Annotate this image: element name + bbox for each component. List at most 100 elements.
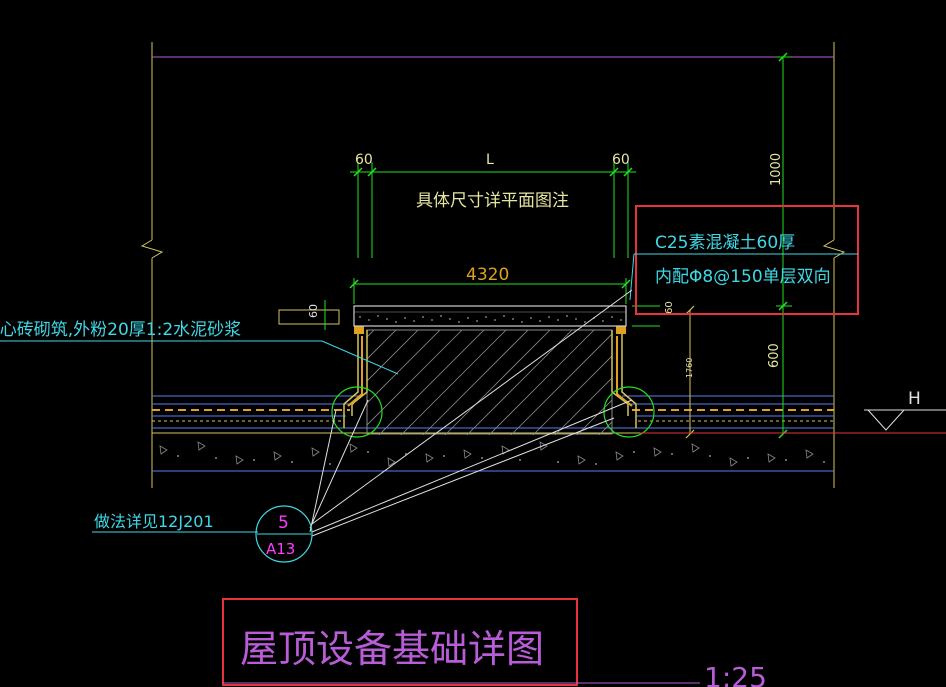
hatch-line — [554, 377, 612, 435]
concrete-aggregate-dot — [595, 463, 597, 465]
cap-aggregate-dot — [395, 321, 397, 323]
dim-1000: 1000 — [769, 153, 784, 186]
cap-aggregate-dot — [413, 320, 415, 322]
concrete-cap-slab — [353, 305, 627, 327]
cap-aggregate-dot — [440, 315, 442, 317]
cap-aggregate-dot — [557, 319, 559, 321]
concrete-aggregate-mark — [311, 447, 320, 457]
concrete-aggregate-mark — [387, 457, 396, 467]
concrete-aggregate-dot — [671, 453, 673, 455]
cap-aggregate-dot — [503, 315, 505, 317]
cap-aggregate-dot — [548, 316, 550, 318]
hatch-line — [532, 355, 612, 435]
concrete-aggregate-mark — [805, 449, 814, 459]
right-small-dim-label: 60 — [664, 301, 675, 314]
concrete-aggregate-mark — [691, 443, 700, 453]
curb-walls — [343, 326, 637, 428]
cap-aggregate-dot — [530, 317, 532, 319]
drawing-title: 屋顶设备基础详图 — [240, 627, 544, 671]
cap-aggregate-dot — [458, 321, 460, 323]
cap-aggregate-dot — [404, 317, 406, 319]
dim-1760: 1760 — [685, 358, 694, 378]
concrete-aggregate-mark — [349, 443, 358, 453]
cap-aggregate-dot — [566, 315, 568, 317]
cap-aggregate-dot — [476, 320, 478, 322]
left-small-dimension: 60 — [278, 300, 340, 330]
hatch-line — [510, 333, 612, 435]
hatch-line — [400, 330, 507, 435]
concrete-note-group: C25素混凝土60厚 内配Φ8@150单层双向 — [629, 205, 859, 315]
concrete-aggregate-dot — [329, 463, 331, 465]
concrete-aggregate-mark — [577, 455, 586, 465]
hatch-line — [367, 330, 441, 404]
concrete-aggregate-dot — [747, 457, 749, 459]
concrete-aggregate-dot — [709, 455, 711, 457]
cap-aggregate-dot — [431, 319, 433, 321]
width-dimension: 4320 — [349, 265, 631, 304]
dim-L: L — [486, 152, 494, 168]
hatch-line — [378, 330, 485, 435]
concrete-aggregate-mark — [615, 451, 624, 461]
concrete-aggregate-mark — [463, 449, 472, 459]
masonry-note: MU10实心砖砌筑,外粉20厚1:2水泥砂浆 — [0, 320, 241, 340]
hatch-line — [444, 330, 551, 435]
dim-60-left: 60 — [355, 152, 373, 168]
concrete-note-line1: C25素混凝土60厚 — [655, 233, 795, 253]
cap-aggregate-dot — [359, 316, 361, 318]
concrete-aggregate-dot — [291, 461, 293, 463]
dim-4320: 4320 — [466, 265, 509, 285]
concrete-aggregate-dot — [557, 461, 559, 463]
left-small-dim-label: 60 — [307, 304, 320, 318]
detail-callout-circle — [255, 505, 313, 563]
hatch-line — [665, 325, 775, 435]
cap-aggregate-dot — [521, 321, 523, 323]
cap-aggregate-dot — [512, 318, 514, 320]
concrete-aggregate-dot — [253, 459, 255, 461]
concrete-aggregate-dot — [177, 455, 179, 457]
hatch-line — [367, 330, 463, 426]
concrete-aggregate-mark — [539, 441, 548, 451]
concrete-aggregate-mark — [767, 453, 776, 463]
dim-600: 600 — [767, 343, 782, 368]
size-note: 具体尺寸详平面图注 — [416, 191, 569, 211]
detail-reference-note: 做法详见12J201 — [94, 512, 214, 531]
cap-aggregate-dot — [620, 319, 622, 321]
drawing-frame — [140, 42, 846, 488]
hatch-line — [466, 330, 573, 435]
concrete-aggregate-dot — [633, 451, 635, 453]
concrete-aggregate-mark — [197, 441, 206, 451]
cap-aggregate-dot — [584, 321, 586, 323]
concrete-aggregate-dot — [481, 457, 483, 459]
cap-aggregate-dot — [377, 315, 379, 317]
structural-slab — [159, 441, 825, 467]
cap-aggregate-dot — [539, 320, 541, 322]
title-block: 屋顶设备基础详图 1:25 — [222, 598, 767, 687]
concrete-aggregate-dot — [215, 457, 217, 459]
top-dimension-chain: 60 L 60 具体尺寸详平面图注 — [350, 152, 636, 258]
cap-aggregate-dot — [575, 318, 577, 320]
concrete-aggregate-dot — [823, 461, 825, 463]
hatch-line — [367, 330, 419, 382]
hatch-line — [643, 325, 753, 435]
cap-aggregate-dot — [422, 316, 424, 318]
foundation-block — [366, 325, 775, 435]
masonry-note-group: MU10实心砖砌筑,外粉20厚1:2水泥砂浆 — [0, 320, 399, 375]
level-mark: H — [640, 389, 946, 434]
cap-aggregate-dot — [611, 316, 613, 318]
hatch-line — [488, 330, 595, 435]
cap-aggregate-dot — [602, 320, 604, 322]
detail-callout-number: 5 — [278, 513, 289, 533]
concrete-aggregate-dot — [367, 451, 369, 453]
concrete-aggregate-mark — [653, 447, 662, 457]
hatch-line — [576, 399, 612, 435]
concrete-aggregate-mark — [729, 457, 738, 467]
level-label-h: H — [908, 389, 921, 409]
cap-aggregate-dot — [467, 317, 469, 319]
concrete-aggregate-mark — [159, 445, 168, 455]
detail-reference-group: 做法详见12J201 5 A13 — [92, 289, 633, 563]
hatch-line — [367, 330, 397, 360]
cap-aggregate-dot — [386, 318, 388, 320]
hatch-line — [621, 325, 731, 435]
hatch-line — [598, 421, 612, 435]
